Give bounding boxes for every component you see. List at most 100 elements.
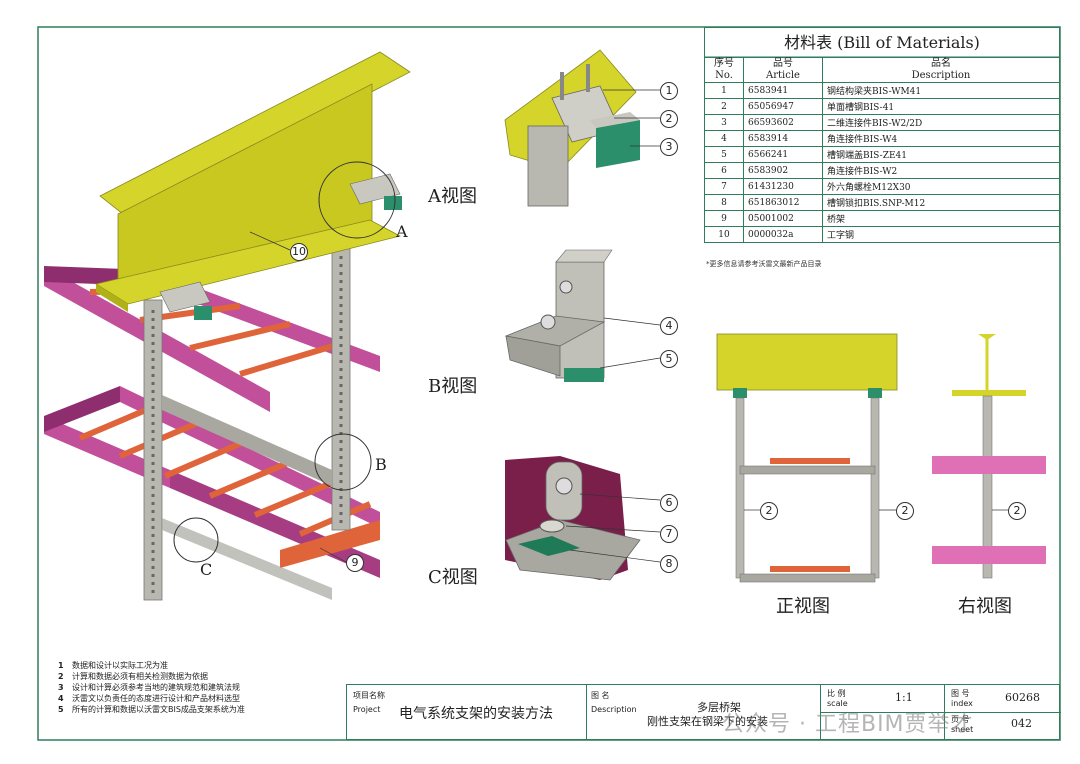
tb-project-value: 电气系统支架的安装方法 [399, 706, 553, 722]
bom-cell-no: 10 [704, 226, 744, 243]
detail-b-view [504, 249, 661, 382]
callout-2-right-view: 2 [1008, 502, 1026, 520]
bom-cell-no: 8 [704, 194, 744, 211]
bom-header-desc-en: Description [911, 70, 971, 81]
bom-cell-no: 3 [704, 114, 744, 131]
bom-cell-no: 2 [704, 98, 744, 115]
tb-project-cell: 项目名称 Project 电气系统支架的安装方法 [347, 685, 587, 739]
callout-9: 9 [346, 554, 364, 572]
bom-header-no: 序号 No. [704, 57, 744, 83]
bom-cell-desc: 桥架 [822, 210, 1060, 227]
tb-index-cn: 图 号 [951, 689, 970, 698]
bom-header-article-cn: 品号 [773, 58, 793, 69]
tb-desc-cell: 图 名 Description 多层桥架 刚性支架在钢梁下的安装 [587, 685, 821, 739]
tb-sheet-cn: 页 号 [951, 715, 970, 724]
tb-sheet-value: 042 [1011, 717, 1032, 730]
view-label-c: C视图 [428, 567, 478, 588]
view-label-front: 正视图 [776, 596, 830, 617]
tb-desc-en: Description [591, 705, 637, 714]
bom-cell-desc: 角连接件BIS-W2 [822, 162, 1060, 179]
tb-index-cell: 图 号 index 60268 页 号 sheet 042 [945, 685, 1059, 739]
callout-4: 4 [660, 317, 678, 335]
tb-desc-cn: 图 名 [591, 691, 610, 700]
bom-header-no-en: No. [715, 70, 733, 81]
bom-header-row: 序号 No. 品号 Article 品名 Description [704, 57, 1060, 83]
bom-cell-article: 66593602 [743, 114, 823, 131]
vertical-channels [143, 189, 351, 601]
bom-cell-desc: 二维连接件BIS-W2/2D [822, 114, 1060, 131]
note-number: 5 [58, 705, 64, 714]
note-text: 沃雷文以负责任的态度进行设计和产品材料选型 [72, 694, 240, 703]
callout-1: 1 [660, 82, 678, 100]
tb-sheet-en: sheet [951, 725, 974, 734]
sheet-frame [37, 26, 1061, 741]
tb-index-en: index [951, 699, 973, 708]
bom-cell-no: 6 [704, 162, 744, 179]
title-block: 项目名称 Project 电气系统支架的安装方法 图 名 Description… [346, 684, 1061, 740]
watermark: 公众号 · 工程BIM贾举才 [722, 712, 974, 737]
bom-cell-desc: 外六角螺栓M12X30 [822, 178, 1060, 195]
bom-title: 材料表 (Bill of Materials) [704, 27, 1060, 57]
detail-c-view [505, 456, 661, 581]
tb-project-en: Project [353, 705, 381, 714]
bom-cell-article: 61431230 [743, 178, 823, 195]
bom-cell-article: 6583914 [743, 130, 823, 147]
bom-cell-article: 651863012 [743, 194, 823, 211]
bom-cell-article: 05001002 [743, 210, 823, 227]
bom-cell-no: 4 [704, 130, 744, 147]
callout-7: 7 [660, 525, 678, 543]
bom-header-article: 品号 Article [743, 57, 823, 83]
lower-cable-tray [44, 386, 380, 578]
upper-cable-tray [44, 266, 380, 412]
bom-cell-desc: 角连接件BIS-W4 [822, 130, 1060, 147]
right-view [932, 334, 1046, 579]
bom-cell-article: 65056947 [743, 98, 823, 115]
bom-cell-article: 6566241 [743, 146, 823, 163]
detail-a-view [504, 49, 660, 207]
detail-circle-b [314, 433, 372, 491]
bom-cell-no: 5 [704, 146, 744, 163]
bom-cell-desc: 单面槽钢BIS-41 [822, 98, 1060, 115]
bom-cell-desc: 槽钢端盖BIS-ZE41 [822, 146, 1060, 163]
bom-cell-desc: 槽钢锁扣BIS.SNP-M12 [822, 194, 1060, 211]
bom-cell-no: 7 [704, 178, 744, 195]
bom-cell-no: 9 [704, 210, 744, 227]
callout-6: 6 [660, 494, 678, 512]
tb-index-value: 60268 [1005, 691, 1040, 704]
bom-cell-article: 0000032a [743, 226, 823, 243]
front-view [716, 333, 898, 583]
tb-project-cn: 项目名称 [353, 691, 385, 700]
detail-circle-a [318, 161, 396, 239]
bom-header-desc: 品名 Description [822, 57, 1060, 83]
beam-clamps [159, 173, 402, 320]
detail-letter-b: B [375, 455, 387, 474]
note-text: 计算和数据必须有相关检测数据为依据 [72, 672, 208, 681]
tb-scale-cn: 比 例 [827, 689, 846, 698]
callout-10: 10 [290, 243, 308, 261]
view-label-a: A视图 [428, 186, 477, 207]
callout-2-front-left: 2 [760, 502, 778, 520]
i-beam [94, 51, 411, 312]
bom-cell-article: 6583941 [743, 82, 823, 99]
bom-header-desc-cn: 品名 [931, 58, 951, 69]
note-text: 数据和设计以实际工况为准 [72, 661, 168, 670]
tb-desc-line2: 刚性支架在钢梁下的安装 [647, 715, 768, 728]
callout-2-front-right: 2 [896, 502, 914, 520]
